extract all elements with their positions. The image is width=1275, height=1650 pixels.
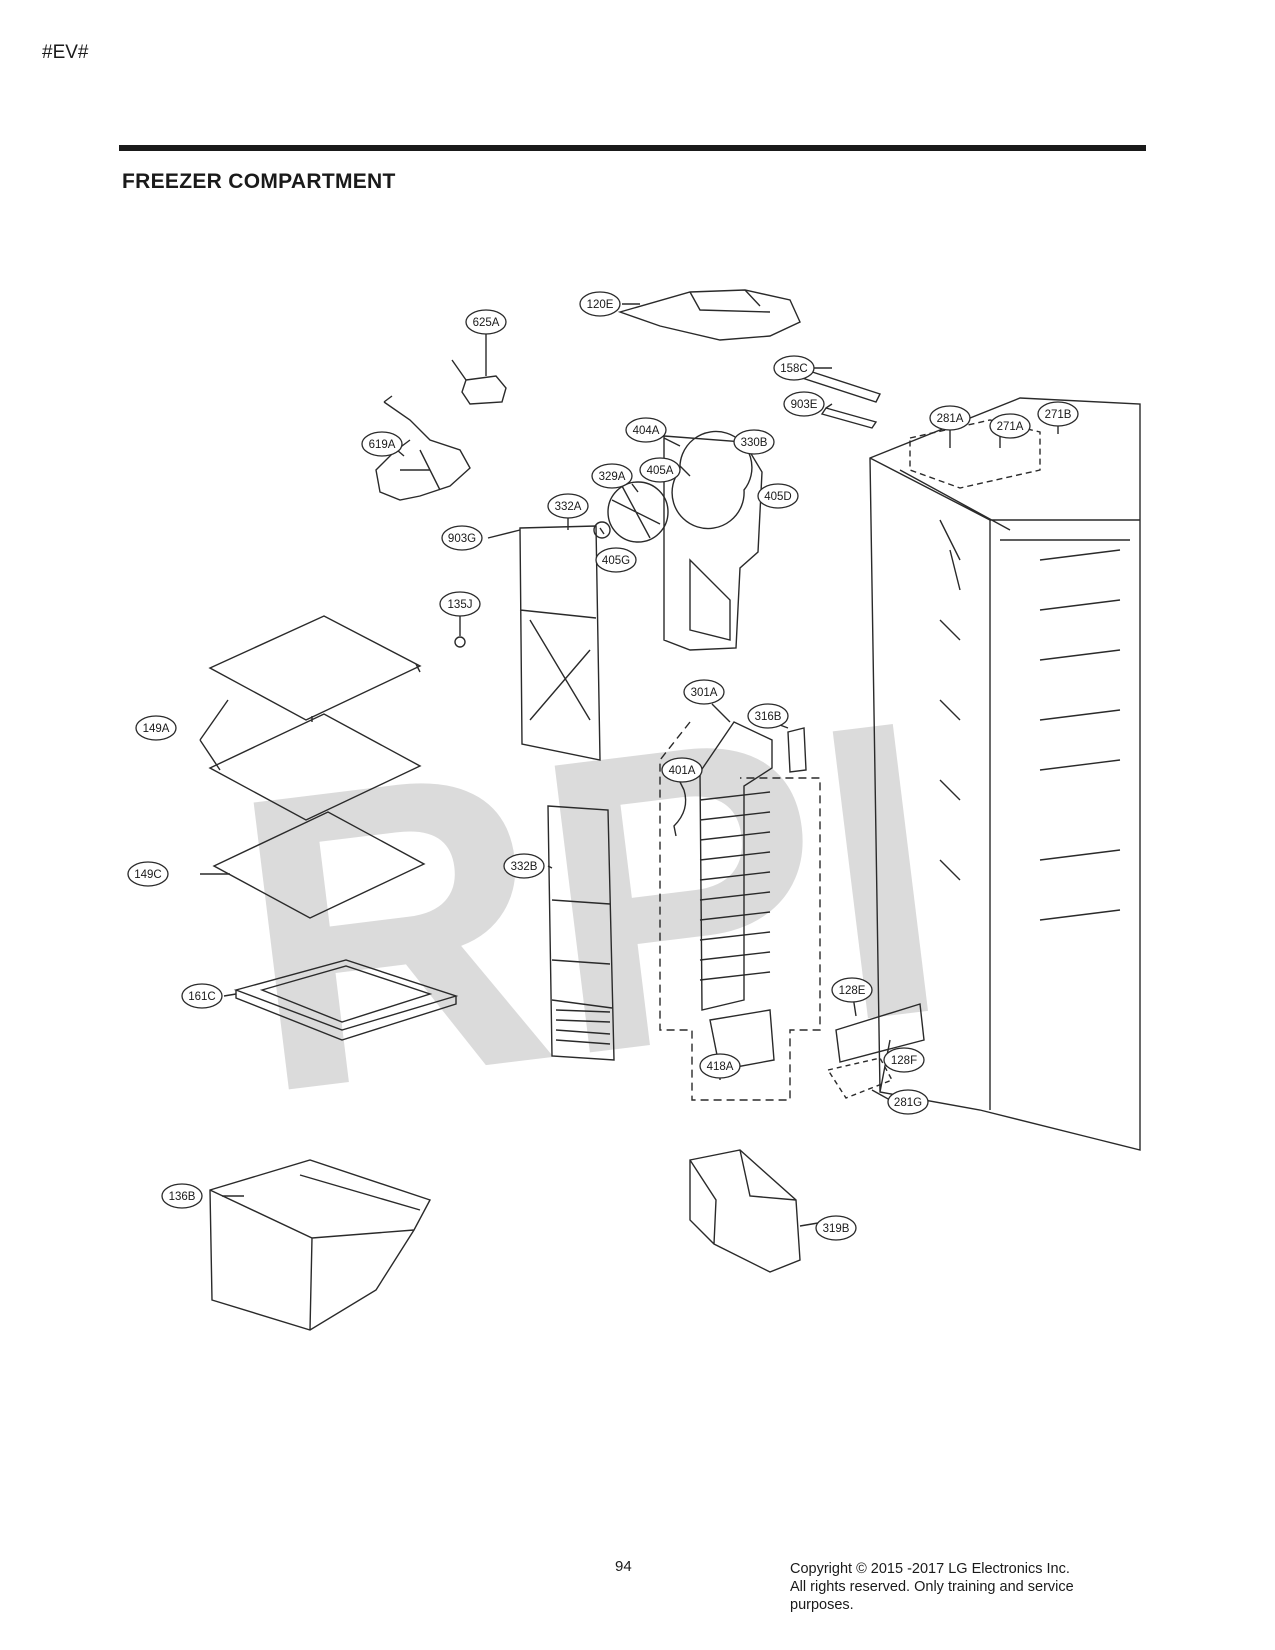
- water-valve-drawing: [375, 395, 471, 501]
- callout-120E: 120E: [579, 291, 621, 317]
- svg-text:271B: 271B: [1045, 409, 1072, 421]
- callout-149A: 149A: [135, 715, 177, 741]
- callout-158C: 158C: [773, 355, 815, 381]
- svg-text:128F: 128F: [891, 1055, 917, 1067]
- svg-text:149C: 149C: [134, 869, 162, 881]
- svg-text:401A: 401A: [669, 765, 696, 777]
- svg-text:120E: 120E: [587, 299, 614, 311]
- svg-text:135J: 135J: [448, 599, 473, 611]
- svg-text:281A: 281A: [937, 413, 964, 425]
- svg-text:619A: 619A: [369, 439, 396, 451]
- callout-332A: 332A: [547, 493, 589, 519]
- svg-text:903G: 903G: [448, 533, 476, 545]
- rail-drawing: [835, 1003, 925, 1063]
- svg-text:903E: 903E: [791, 399, 818, 411]
- pad-drawing: [787, 727, 807, 773]
- svg-text:404A: 404A: [633, 425, 660, 437]
- svg-text:405D: 405D: [764, 491, 792, 503]
- callout-330B: 330B: [733, 429, 775, 455]
- model-code: #EV#: [42, 42, 89, 63]
- top-duct-drawing: [617, 289, 801, 341]
- svg-text:319B: 319B: [823, 1223, 850, 1235]
- strip-drawing: [820, 407, 878, 429]
- header-rule: [119, 145, 1146, 151]
- svg-text:136B: 136B: [169, 1191, 196, 1203]
- callout-401A: 401A: [661, 757, 703, 783]
- callout-136B: 136B: [161, 1183, 203, 1209]
- callout-405G: 405G: [595, 547, 637, 573]
- callout-329A: 329A: [591, 463, 633, 489]
- callout-128E: 128E: [831, 977, 873, 1003]
- callout-405D: 405D: [757, 483, 799, 509]
- callout-903E: 903E: [783, 391, 825, 417]
- evaporator-drawing: [699, 721, 775, 1071]
- heater-drawing: [673, 789, 687, 837]
- top-bracket-drawing: [909, 419, 1041, 489]
- callout-316B: 316B: [747, 703, 789, 729]
- sensor-box-drawing: [451, 359, 507, 405]
- copyright-notice: Copyright © 2015 -2017 LG Electronics In…: [790, 1560, 1150, 1614]
- svg-text:158C: 158C: [780, 363, 808, 375]
- svg-text:329A: 329A: [599, 471, 626, 483]
- callout-149C: 149C: [127, 861, 169, 887]
- fan-housing-drawing: [663, 430, 763, 651]
- svg-text:149A: 149A: [143, 723, 170, 735]
- callout-301A: 301A: [683, 679, 725, 705]
- callout-281G: 281G: [887, 1089, 929, 1115]
- motor-drawing: [593, 521, 611, 539]
- svg-text:281G: 281G: [894, 1097, 922, 1109]
- svg-text:332B: 332B: [511, 861, 538, 873]
- callout-619A: 619A: [361, 431, 403, 457]
- section-title: FREEZER COMPARTMENT: [122, 170, 396, 193]
- upper-panel-drawing: [519, 525, 601, 761]
- callout-128F: 128F: [883, 1047, 925, 1073]
- bottom-bracket-drawing: [826, 1057, 893, 1099]
- callout-281A: 281A: [929, 405, 971, 431]
- svg-text:405G: 405G: [602, 555, 630, 567]
- callout-332B: 332B: [503, 853, 545, 879]
- shelf-c-drawing: [212, 811, 426, 919]
- shelf-frame-drawing: [233, 959, 459, 1041]
- callout-161C: 161C: [181, 983, 223, 1009]
- svg-text:271A: 271A: [997, 421, 1024, 433]
- evaporator-group-boundary: [659, 721, 821, 1101]
- svg-text:330B: 330B: [741, 437, 768, 449]
- callout-135J: 135J: [439, 591, 481, 617]
- drawer-bin-drawing: [209, 1159, 432, 1331]
- copyright-line: purposes.: [790, 1597, 854, 1613]
- svg-text:316B: 316B: [755, 711, 782, 723]
- lower-panel-drawing: [547, 805, 615, 1061]
- callout-404A: 404A: [625, 417, 667, 443]
- callout-418A: 418A: [699, 1053, 741, 1079]
- svg-text:301A: 301A: [691, 687, 718, 699]
- watermark: RPI: [215, 631, 967, 1182]
- page-number: 94: [615, 1558, 632, 1575]
- callout-903G: 903G: [441, 525, 483, 551]
- svg-text:405A: 405A: [647, 465, 674, 477]
- bottom-cover-drawing: [689, 1149, 801, 1273]
- copyright-line: Copyright © 2015 -2017 LG Electronics In…: [790, 1561, 1070, 1577]
- svg-text:332A: 332A: [555, 501, 582, 513]
- svg-text:128E: 128E: [839, 985, 866, 997]
- callout-271B: 271B: [1037, 401, 1079, 427]
- svg-text:625A: 625A: [473, 317, 500, 329]
- copyright-line: All rights reserved. Only training and s…: [790, 1579, 1074, 1595]
- svg-text:161C: 161C: [188, 991, 216, 1003]
- cabinet-drawing: [869, 397, 1141, 1151]
- svg-text:418A: 418A: [707, 1061, 734, 1073]
- callout-625A: 625A: [465, 309, 507, 335]
- callout-319B: 319B: [815, 1215, 857, 1241]
- callout-405A: 405A: [639, 457, 681, 483]
- shelf-a2-drawing: [208, 713, 422, 821]
- callout-271A: 271A: [989, 413, 1031, 439]
- fan-blade-drawing: [607, 481, 669, 543]
